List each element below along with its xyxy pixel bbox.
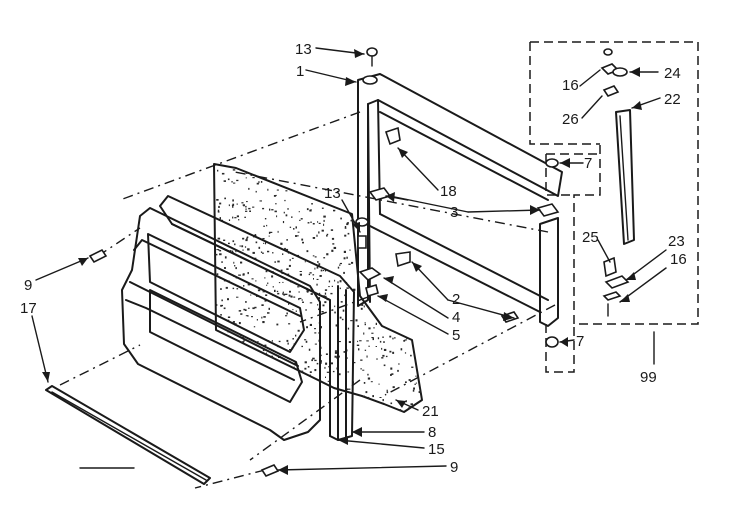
- callout-5: 5: [452, 327, 460, 344]
- callout-23: 23: [668, 233, 685, 250]
- callout-15: 15: [428, 441, 445, 458]
- hardware: [88, 47, 635, 477]
- callout-2: 2: [452, 291, 460, 308]
- callout-4: 4: [452, 309, 460, 326]
- callout-3: 3: [450, 204, 458, 221]
- door-shell: [159, 195, 355, 441]
- callout-21: 21: [422, 403, 439, 420]
- leader-lines: [31, 47, 667, 471]
- callout-13-top: 13: [295, 41, 312, 58]
- callout-labels: 13 1 16 24 22 26 7 18 13 3 25 23 16 9 17…: [20, 41, 687, 476]
- callout-26: 26: [562, 111, 579, 128]
- callout-17: 17: [20, 300, 37, 317]
- callout-7-bottom: 7: [576, 333, 584, 350]
- callout-8: 8: [428, 424, 436, 441]
- callout-16-top: 16: [562, 77, 579, 94]
- construction-lines: [59, 111, 556, 489]
- bottom-trim: [45, 385, 211, 485]
- callout-25: 25: [582, 229, 599, 246]
- callout-99: 99: [640, 369, 657, 386]
- callout-22: 22: [664, 91, 681, 108]
- callout-7-top: 7: [584, 155, 592, 172]
- callout-9-left: 9: [24, 277, 32, 294]
- callout-16-lower: 16: [670, 251, 687, 268]
- door-liner: [121, 207, 321, 441]
- callout-18: 18: [440, 183, 457, 200]
- hinge-kit-box-top: [529, 41, 699, 373]
- arrowheads: [42, 49, 642, 475]
- door-frame: [357, 73, 563, 327]
- callout-13-mid: 13: [324, 185, 341, 202]
- callout-24: 24: [664, 65, 681, 82]
- callout-1: 1: [296, 63, 304, 80]
- callout-9-bottom: 9: [450, 459, 458, 476]
